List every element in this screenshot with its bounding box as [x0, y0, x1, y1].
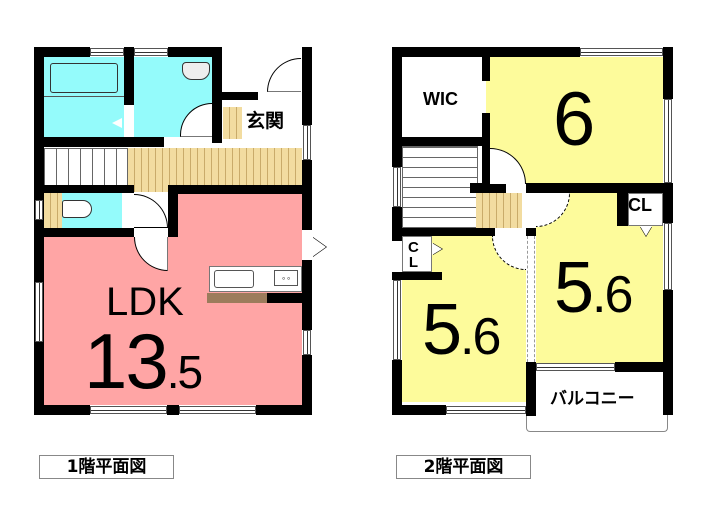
bath-door-icon[interactable]	[112, 118, 122, 128]
toilet-step	[44, 193, 62, 229]
closet-door-icon[interactable]	[640, 226, 652, 236]
bedroom-north-size: 6	[553, 77, 596, 162]
wall	[392, 360, 402, 415]
bedroom-sw-size-integer: 5	[422, 290, 462, 370]
sliding-partition	[527, 236, 535, 362]
wall	[392, 47, 402, 167]
wall	[392, 272, 442, 280]
wall	[470, 183, 506, 193]
wall	[44, 137, 164, 147]
floor-plan-2f: WIC 6 CL C L 5.6 5.6 バルコニー	[392, 47, 673, 432]
wall	[663, 47, 673, 99]
wall	[526, 362, 536, 416]
wic-label: WIC	[423, 89, 458, 109]
entrance-label: 玄関	[246, 110, 285, 132]
hallway-floor	[128, 148, 302, 186]
wall	[168, 185, 178, 237]
ldk-room	[44, 237, 302, 405]
bedroom-sw-size: 5.6	[422, 294, 501, 366]
closet-door-icon[interactable]	[432, 243, 442, 255]
wall	[256, 405, 312, 415]
floor2-caption: 2階平面図	[396, 455, 531, 479]
wall	[44, 228, 134, 237]
window	[35, 200, 43, 220]
bedroom-se-size-decimal: .6	[592, 266, 633, 324]
staircase	[44, 148, 128, 186]
bathtub-edge	[44, 96, 124, 97]
wall	[392, 47, 580, 57]
toilet-icon	[62, 200, 92, 218]
window	[134, 48, 168, 56]
wall	[34, 47, 90, 57]
window	[393, 167, 401, 207]
closet-west	[402, 236, 432, 272]
hallway-floor-lower	[128, 180, 168, 192]
window	[446, 406, 526, 414]
bedroom-se-size: 5.6	[554, 252, 633, 324]
ldk-size: 13.5	[84, 322, 203, 400]
staircase	[402, 146, 478, 228]
wall	[526, 183, 673, 193]
wall	[168, 185, 312, 194]
entrance-step	[223, 107, 242, 139]
ldk-size-integer: 13	[84, 317, 169, 405]
wall	[34, 405, 90, 415]
window	[90, 48, 124, 56]
wall	[167, 405, 179, 415]
wall	[302, 160, 312, 230]
window	[90, 406, 167, 414]
window	[664, 99, 672, 183]
wall	[302, 355, 312, 415]
exterior-door-icon[interactable]	[312, 237, 326, 257]
closet-east-label: CL	[628, 195, 652, 215]
wall	[482, 57, 490, 81]
wall	[34, 47, 44, 415]
window	[303, 125, 311, 160]
wall	[526, 228, 536, 236]
wall	[212, 47, 222, 143]
wall	[302, 47, 312, 125]
kitchen-bar	[207, 293, 267, 303]
bedroom-sw-size-decimal: .6	[460, 308, 501, 366]
wall	[663, 183, 673, 223]
wall	[267, 293, 302, 303]
wall	[168, 47, 222, 57]
balcony-window[interactable]	[536, 363, 615, 371]
sink-icon	[214, 270, 254, 288]
washbasin-icon	[182, 62, 210, 80]
closet-west-label-l: L	[408, 254, 418, 271]
floor-plan-1f: ∘∘ 玄関 LDK 13.5	[0, 0, 340, 440]
wall	[482, 113, 490, 187]
window	[303, 330, 311, 355]
closet-west-label-c: C	[408, 239, 419, 256]
hallway-floor-2f	[476, 193, 522, 228]
window	[393, 280, 401, 360]
wall	[44, 185, 134, 193]
ldk-room-upper	[175, 193, 302, 239]
window	[179, 406, 256, 414]
balcony-label: バルコニー	[550, 389, 635, 409]
stove-icon: ∘∘	[274, 270, 298, 286]
window	[35, 282, 43, 342]
wic-room	[402, 57, 482, 137]
floor1-caption: 1階平面図	[39, 455, 174, 479]
wall	[124, 47, 134, 105]
wall	[392, 228, 495, 236]
ldk-label: LDK	[106, 280, 184, 324]
wall	[222, 92, 258, 100]
wall	[302, 260, 312, 330]
bathtub-icon	[50, 63, 118, 93]
wall	[392, 207, 402, 241]
wall	[402, 137, 482, 146]
bedroom-se-size-integer: 5	[554, 248, 594, 328]
closet-east	[628, 193, 663, 226]
wall	[615, 362, 673, 372]
window	[580, 48, 663, 56]
wall	[392, 405, 446, 415]
window	[664, 223, 672, 290]
closet-west-label: C L	[408, 240, 419, 270]
ldk-size-decimal: .5	[166, 346, 203, 398]
wall	[663, 290, 673, 415]
wall	[617, 193, 628, 226]
